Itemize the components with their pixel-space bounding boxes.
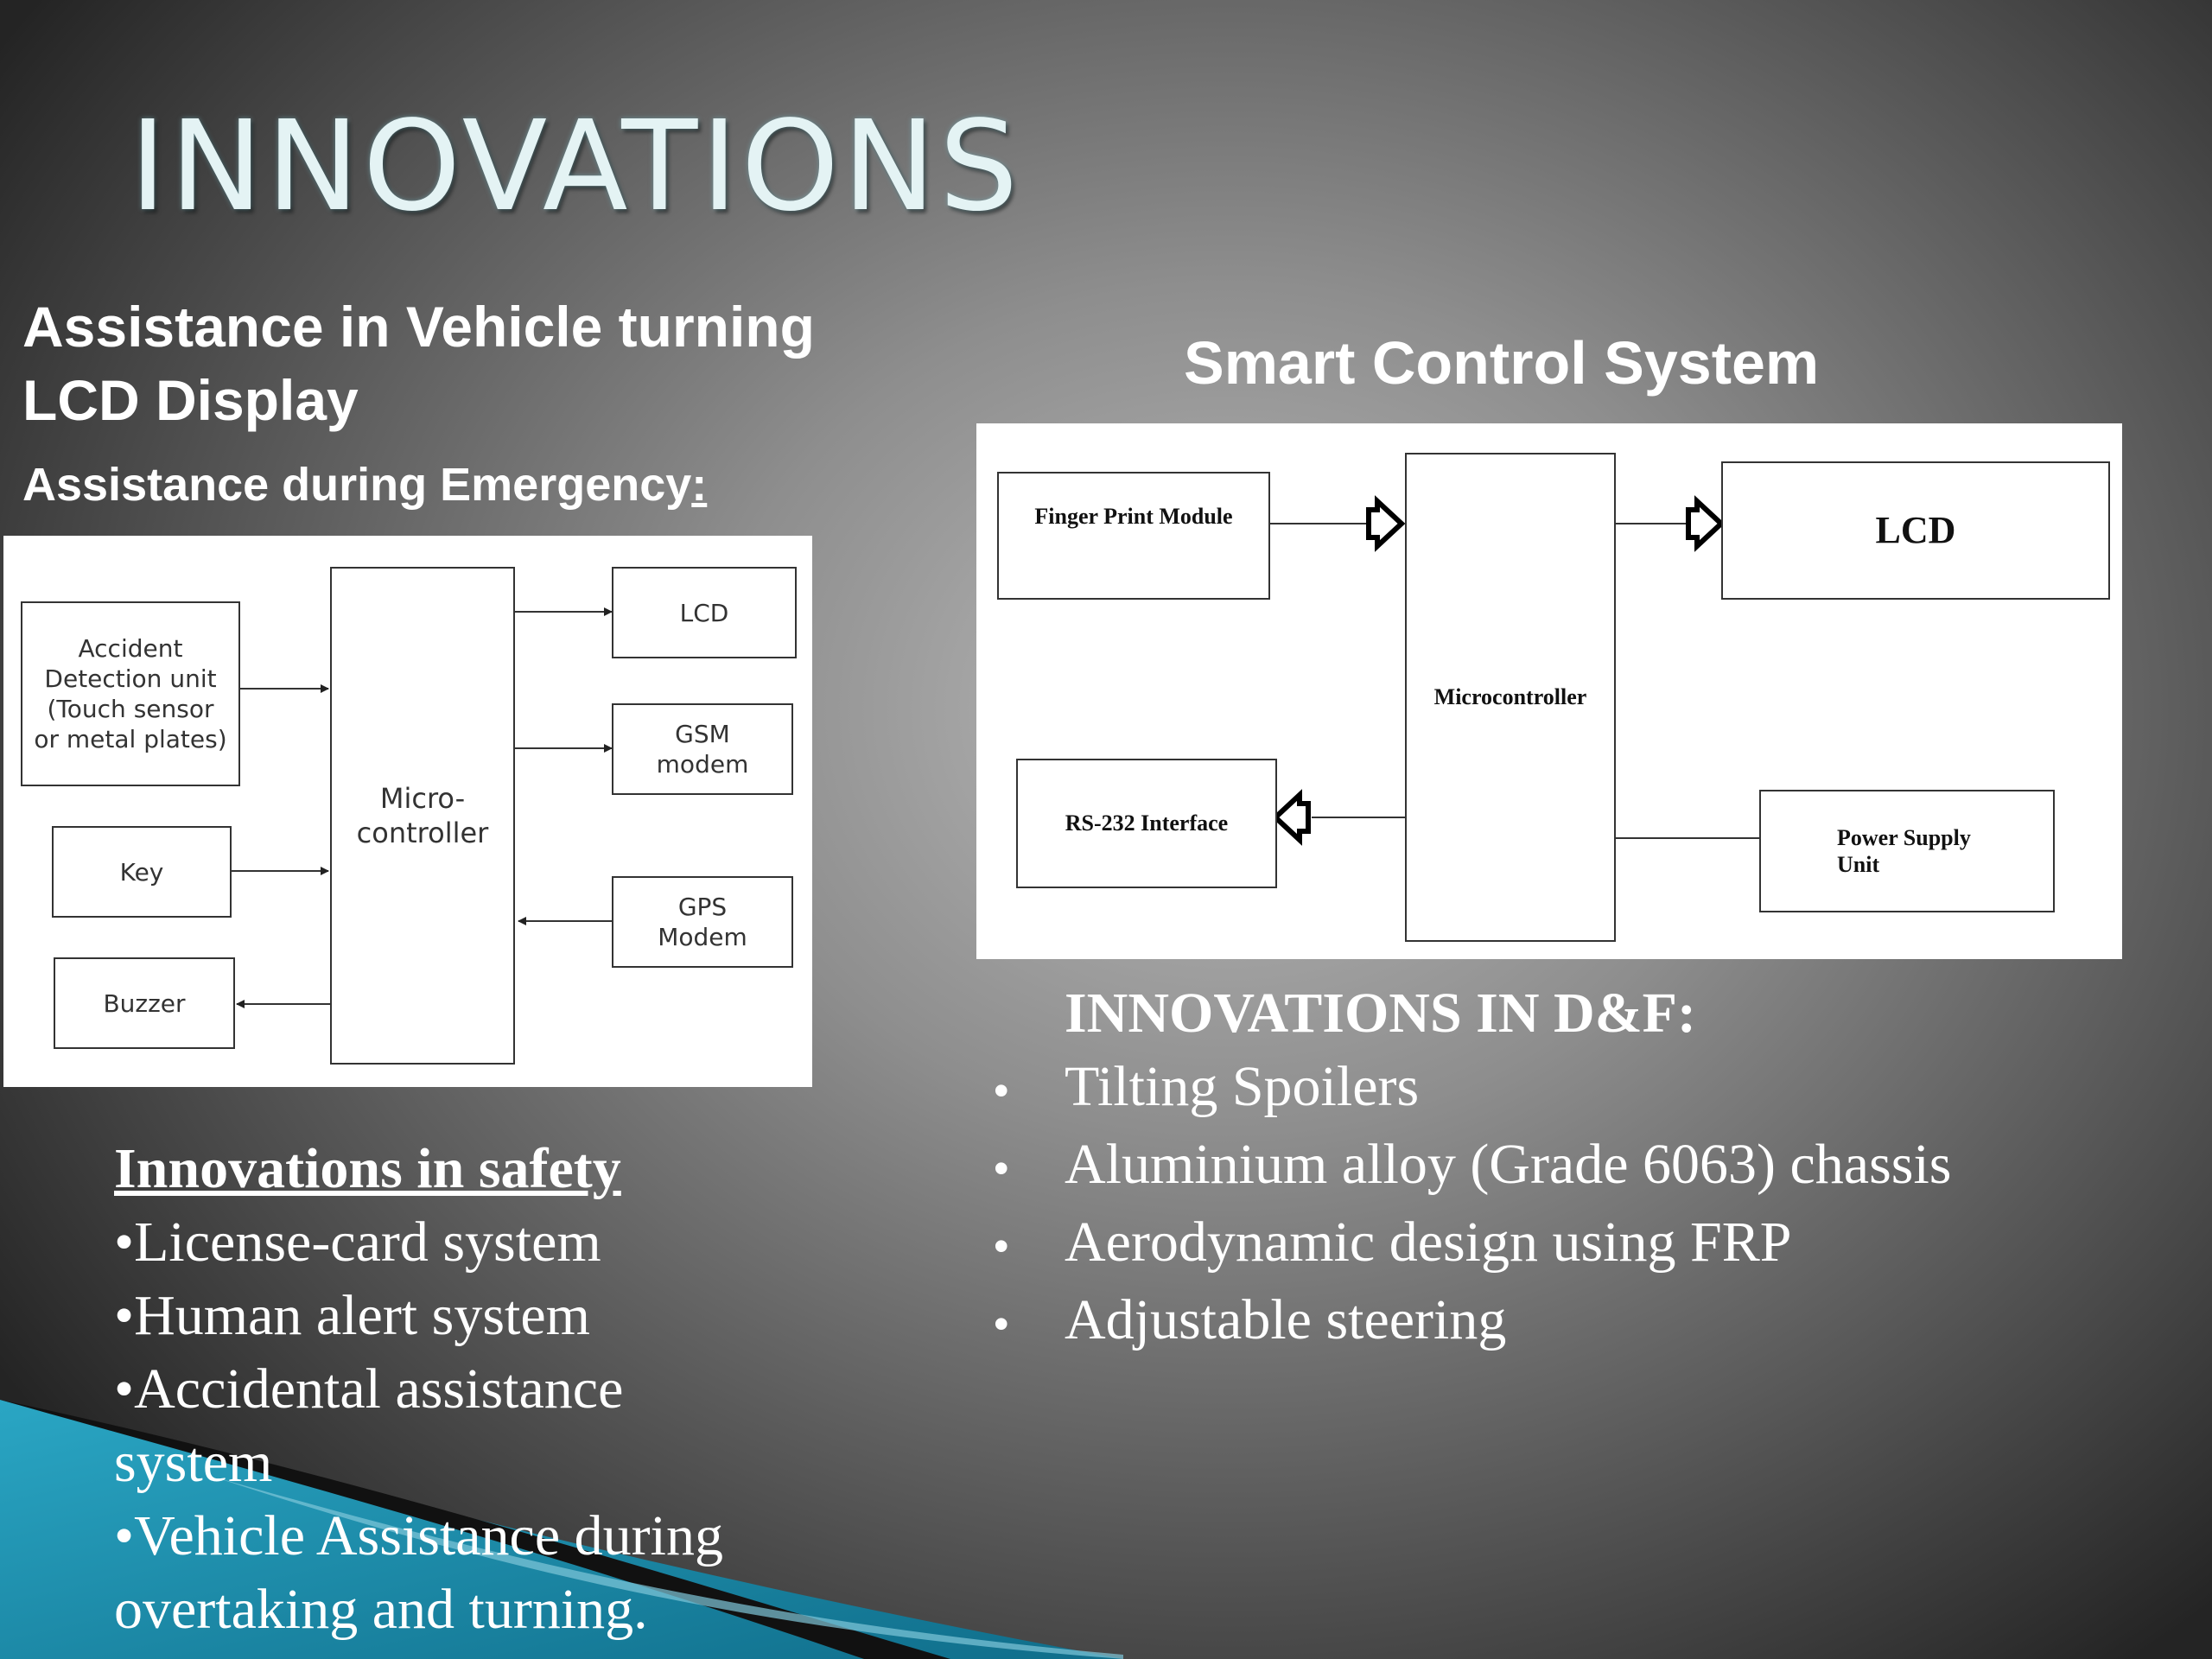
df-item: • Aerodynamic design using FRP xyxy=(994,1205,1951,1283)
accident-detection-label: Accident Detection unit (Touch sensor or… xyxy=(34,634,227,753)
lcd-box: LCD xyxy=(612,567,797,658)
slide-title: INNOVATIONS xyxy=(130,93,1022,238)
df-item: • Adjustable steering xyxy=(994,1283,1951,1361)
buzzer-box: Buzzer xyxy=(54,957,235,1049)
power-supply-label: Power Supply Unit xyxy=(1837,824,1971,877)
corner-swoosh xyxy=(0,1400,1123,1659)
bullet-icon: • xyxy=(994,1144,1009,1192)
df-heading: INNOVATIONS IN D&F: xyxy=(1065,982,1696,1045)
safety-heading: Innovations in safety xyxy=(114,1137,621,1200)
teal-wave xyxy=(0,1400,1123,1659)
safety-section: Innovations in safety •License-card syst… xyxy=(114,1132,857,1646)
right-diagram-arrows xyxy=(1270,495,1759,846)
buzzer-label: Buzzer xyxy=(103,988,186,1018)
black-stripe xyxy=(0,1400,950,1659)
microcontroller-box-right: Microcontroller xyxy=(1405,453,1616,942)
safety-item: •Human alert system xyxy=(114,1284,590,1347)
lcd-label: LCD xyxy=(679,598,729,627)
hollow-arrow-to-rs232 xyxy=(1271,789,1311,846)
right-header: Smart Control System xyxy=(1184,329,1820,397)
df-item-text: Adjustable steering xyxy=(1065,1288,1507,1351)
lcd-box-right: LCD xyxy=(1721,461,2110,600)
left-header-line1: Assistance in Vehicle turning xyxy=(22,295,815,359)
df-item: • Aluminium alloy (Grade 6063) chassis xyxy=(994,1128,1951,1205)
rs232-interface-label: RS-232 Interface xyxy=(1065,810,1229,836)
hollow-arrow-to-lcd xyxy=(1686,495,1726,552)
emergency-colon: : xyxy=(691,459,708,511)
microcontroller-box: Micro- controller xyxy=(330,567,515,1065)
emergency-label: Assistance during Emergency xyxy=(22,459,692,511)
hollow-arrow-to-micro xyxy=(1366,495,1406,552)
gps-modem-label: GPS Modem xyxy=(658,893,747,951)
bullet-icon: • xyxy=(994,1300,1009,1348)
gps-modem-box: GPS Modem xyxy=(612,876,793,968)
left-header-line2: LCD Display xyxy=(22,368,359,432)
safety-item: •Accidental assistance system xyxy=(114,1357,624,1494)
smart-control-block-diagram: Finger Print Module Microcontroller LCD … xyxy=(976,423,2122,959)
rs232-interface-box: RS-232 Interface xyxy=(1016,759,1277,888)
lcd-label-right: LCD xyxy=(1875,508,1956,551)
left-header-line3: Assistance during Emergency: xyxy=(22,458,707,512)
microcontroller-label-right: Microcontroller xyxy=(1433,684,1587,710)
df-item: • Tilting Spoilers xyxy=(994,1050,1951,1128)
finger-print-module-box: Finger Print Module xyxy=(997,472,1270,600)
left-diagram-arrows xyxy=(232,607,613,1008)
bullet-icon: • xyxy=(994,1222,1009,1270)
gsm-modem-label: GSM modem xyxy=(656,720,749,779)
gsm-modem-box: GSM modem xyxy=(612,703,793,795)
df-item-text: Aerodynamic design using FRP xyxy=(1065,1211,1792,1274)
power-supply-box: Power Supply Unit xyxy=(1759,790,2055,912)
df-list: • Tilting Spoilers • Aluminium alloy (Grad… xyxy=(994,1050,1951,1361)
df-section: INNOVATIONS IN D&F: • Tilting Spoilers • A… xyxy=(994,976,1951,1361)
df-item-text: Tilting Spoilers xyxy=(1065,1055,1420,1118)
finger-print-module-label: Finger Print Module xyxy=(1034,504,1233,529)
bullet-icon: • xyxy=(994,1066,1009,1115)
safety-item: •Vehicle Assistance during overtaking an… xyxy=(114,1504,723,1641)
safety-item: •License-card system xyxy=(114,1211,601,1274)
microcontroller-label: Micro- controller xyxy=(356,782,489,849)
key-box: Key xyxy=(52,826,232,918)
emergency-block-diagram: Accident Detection unit (Touch sensor or… xyxy=(3,536,812,1087)
df-item-text: Aluminium alloy (Grade 6063) chassis xyxy=(1065,1133,1952,1196)
accident-detection-box: Accident Detection unit (Touch sensor or… xyxy=(21,601,240,786)
key-label: Key xyxy=(119,857,164,887)
